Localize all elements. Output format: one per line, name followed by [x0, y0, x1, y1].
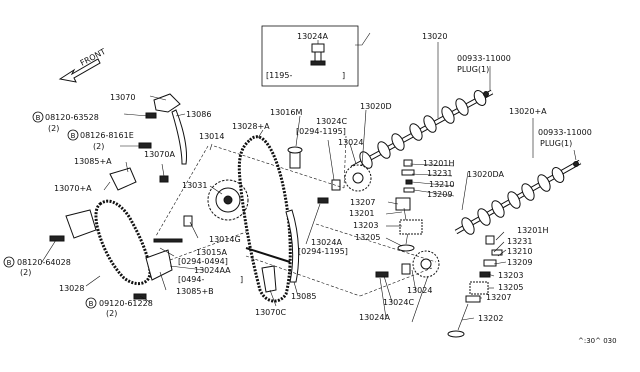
- chain-guide-13085-icon: [285, 209, 300, 283]
- label-13020A: 13020+A: [509, 107, 547, 116]
- label-13209-2: 13209: [507, 258, 532, 267]
- svg-text:B: B: [89, 300, 94, 308]
- label-13028A: 13028+A: [232, 122, 270, 131]
- label-13201: 13201: [349, 209, 374, 218]
- timing-chain-13028: [94, 199, 152, 285]
- label-13028: 13028: [59, 284, 84, 293]
- label-13070A: 13070A: [144, 150, 175, 159]
- tensioner-13070A2-icon: [65, 209, 97, 239]
- label-date-0294-1195-b: [0294-1195]: [298, 247, 348, 256]
- bolt-marker-2: B: [67, 129, 79, 141]
- bolt-icon: [49, 112, 495, 300]
- label-plug-pn-2: 00933-11000: [538, 128, 592, 137]
- part-labels: 13024A [1195- ] 13020 00933-11000 PLUG(1…: [17, 32, 617, 345]
- tensioner-13070C-icon: [261, 265, 277, 293]
- label-13020: 13020: [422, 32, 447, 41]
- label-13207-2: 13207: [486, 293, 511, 302]
- chain-guide-13086-icon: [171, 109, 187, 165]
- inset-box: [261, 25, 371, 87]
- label-13020DA: 13020DA: [467, 170, 504, 179]
- label-13024-2: 13024: [407, 286, 432, 295]
- label-13231-1: 13231: [427, 169, 452, 178]
- front-arrow-icon: [58, 58, 101, 83]
- bolt-marker-4: B: [85, 297, 97, 309]
- label-13024C-1: 13024C: [316, 117, 347, 126]
- label-13020D: 13020D: [360, 102, 392, 111]
- timing-chain-13028A: [237, 135, 292, 303]
- cam-sprocket-upper-icon: [344, 164, 372, 192]
- bolt-marker-3: B: [3, 256, 15, 268]
- label-bracket-close-2: ]: [240, 275, 243, 284]
- valve-assembly-lower-icon: [447, 249, 503, 338]
- footer-code: ^:30^ 030: [578, 337, 617, 345]
- label-13202: 13202: [478, 314, 503, 323]
- label-13024C-2: 13024C: [383, 298, 414, 307]
- label-13024A-mid: 13024A: [311, 238, 342, 247]
- label-13203-2: 13203: [498, 271, 523, 280]
- label-13014: 13014: [199, 132, 224, 141]
- label-plug-pn-1: 00933-11000: [457, 54, 511, 63]
- label-13024AA: 13024AA: [194, 266, 231, 275]
- label-b4-pn: 09120-61228: [99, 299, 153, 308]
- label-date-0494: [0494-: [178, 275, 204, 284]
- svg-text:B: B: [7, 259, 12, 267]
- label-plug-1: PLUG(1): [457, 65, 489, 74]
- label-b3-qty: (2): [20, 268, 31, 277]
- label-date-1195: [1195-: [266, 71, 292, 80]
- label-13086: 13086: [186, 110, 211, 119]
- label-13201H-2: 13201H: [517, 226, 548, 235]
- label-13210-1: 13210: [429, 180, 454, 189]
- label-13210-2: 13210: [507, 247, 532, 256]
- svg-text:B: B: [36, 114, 41, 122]
- tensioner-13085B-icon: [145, 249, 173, 281]
- label-13085B: 13085+B: [176, 287, 214, 296]
- tensioner-13070A-icon: [109, 167, 137, 191]
- label-13231-2: 13231: [507, 237, 532, 246]
- label-13201H-1: 13201H: [423, 159, 454, 168]
- label-13031: 13031: [182, 181, 207, 190]
- label-13085: 13085: [291, 292, 316, 301]
- bolt-marker-1: B: [32, 111, 44, 123]
- label-13015A: 13015A: [196, 248, 227, 257]
- label-b4-qty: (2): [106, 309, 117, 318]
- label-bracket-close: ]: [342, 71, 345, 80]
- label-13070A2: 13070+A: [54, 184, 92, 193]
- label-date-0294-1195-a: [0294-1195]: [296, 127, 346, 136]
- label-13070C: 13070C: [255, 308, 286, 317]
- label-13085A: 13085+A: [74, 157, 112, 166]
- label-13205-1: 13205: [355, 233, 380, 242]
- label-13209-1: 13209: [427, 190, 452, 199]
- camshaft-13020A-icon: [454, 159, 582, 235]
- label-b2-pn: 08126-8161E: [80, 131, 134, 140]
- label-13024A-top: 13024A: [297, 32, 328, 41]
- label-13024A-bot: 13024A: [359, 313, 390, 322]
- label-b1-pn: 08120-63528: [45, 113, 99, 122]
- camshaft-13020-icon: [350, 89, 494, 171]
- svg-text:B: B: [71, 132, 76, 140]
- label-plug-2: PLUG(1): [540, 139, 572, 148]
- label-b2-qty: (2): [93, 142, 104, 151]
- tensioner-13070-icon: [153, 93, 181, 113]
- leader-lines: [41, 42, 577, 323]
- label-13016M: 13016M: [270, 108, 302, 117]
- label-date-0294-0494: [0294-0494]: [178, 257, 228, 266]
- label-b3-pn: 08120-64028: [17, 258, 71, 267]
- plug-13024A-icon: [310, 43, 326, 66]
- label-13070: 13070: [110, 93, 135, 102]
- label-b1-qty: (2): [48, 124, 59, 133]
- label-13205-2: 13205: [498, 283, 523, 292]
- label-13203-1: 13203: [353, 221, 378, 230]
- label-13014G: 13014G: [209, 235, 241, 244]
- label-13024: 13024: [338, 138, 363, 147]
- cam-sprocket-lower-icon: [412, 250, 440, 278]
- valve-assembly-upper-icon: [395, 159, 423, 252]
- label-13207-1: 13207: [350, 198, 375, 207]
